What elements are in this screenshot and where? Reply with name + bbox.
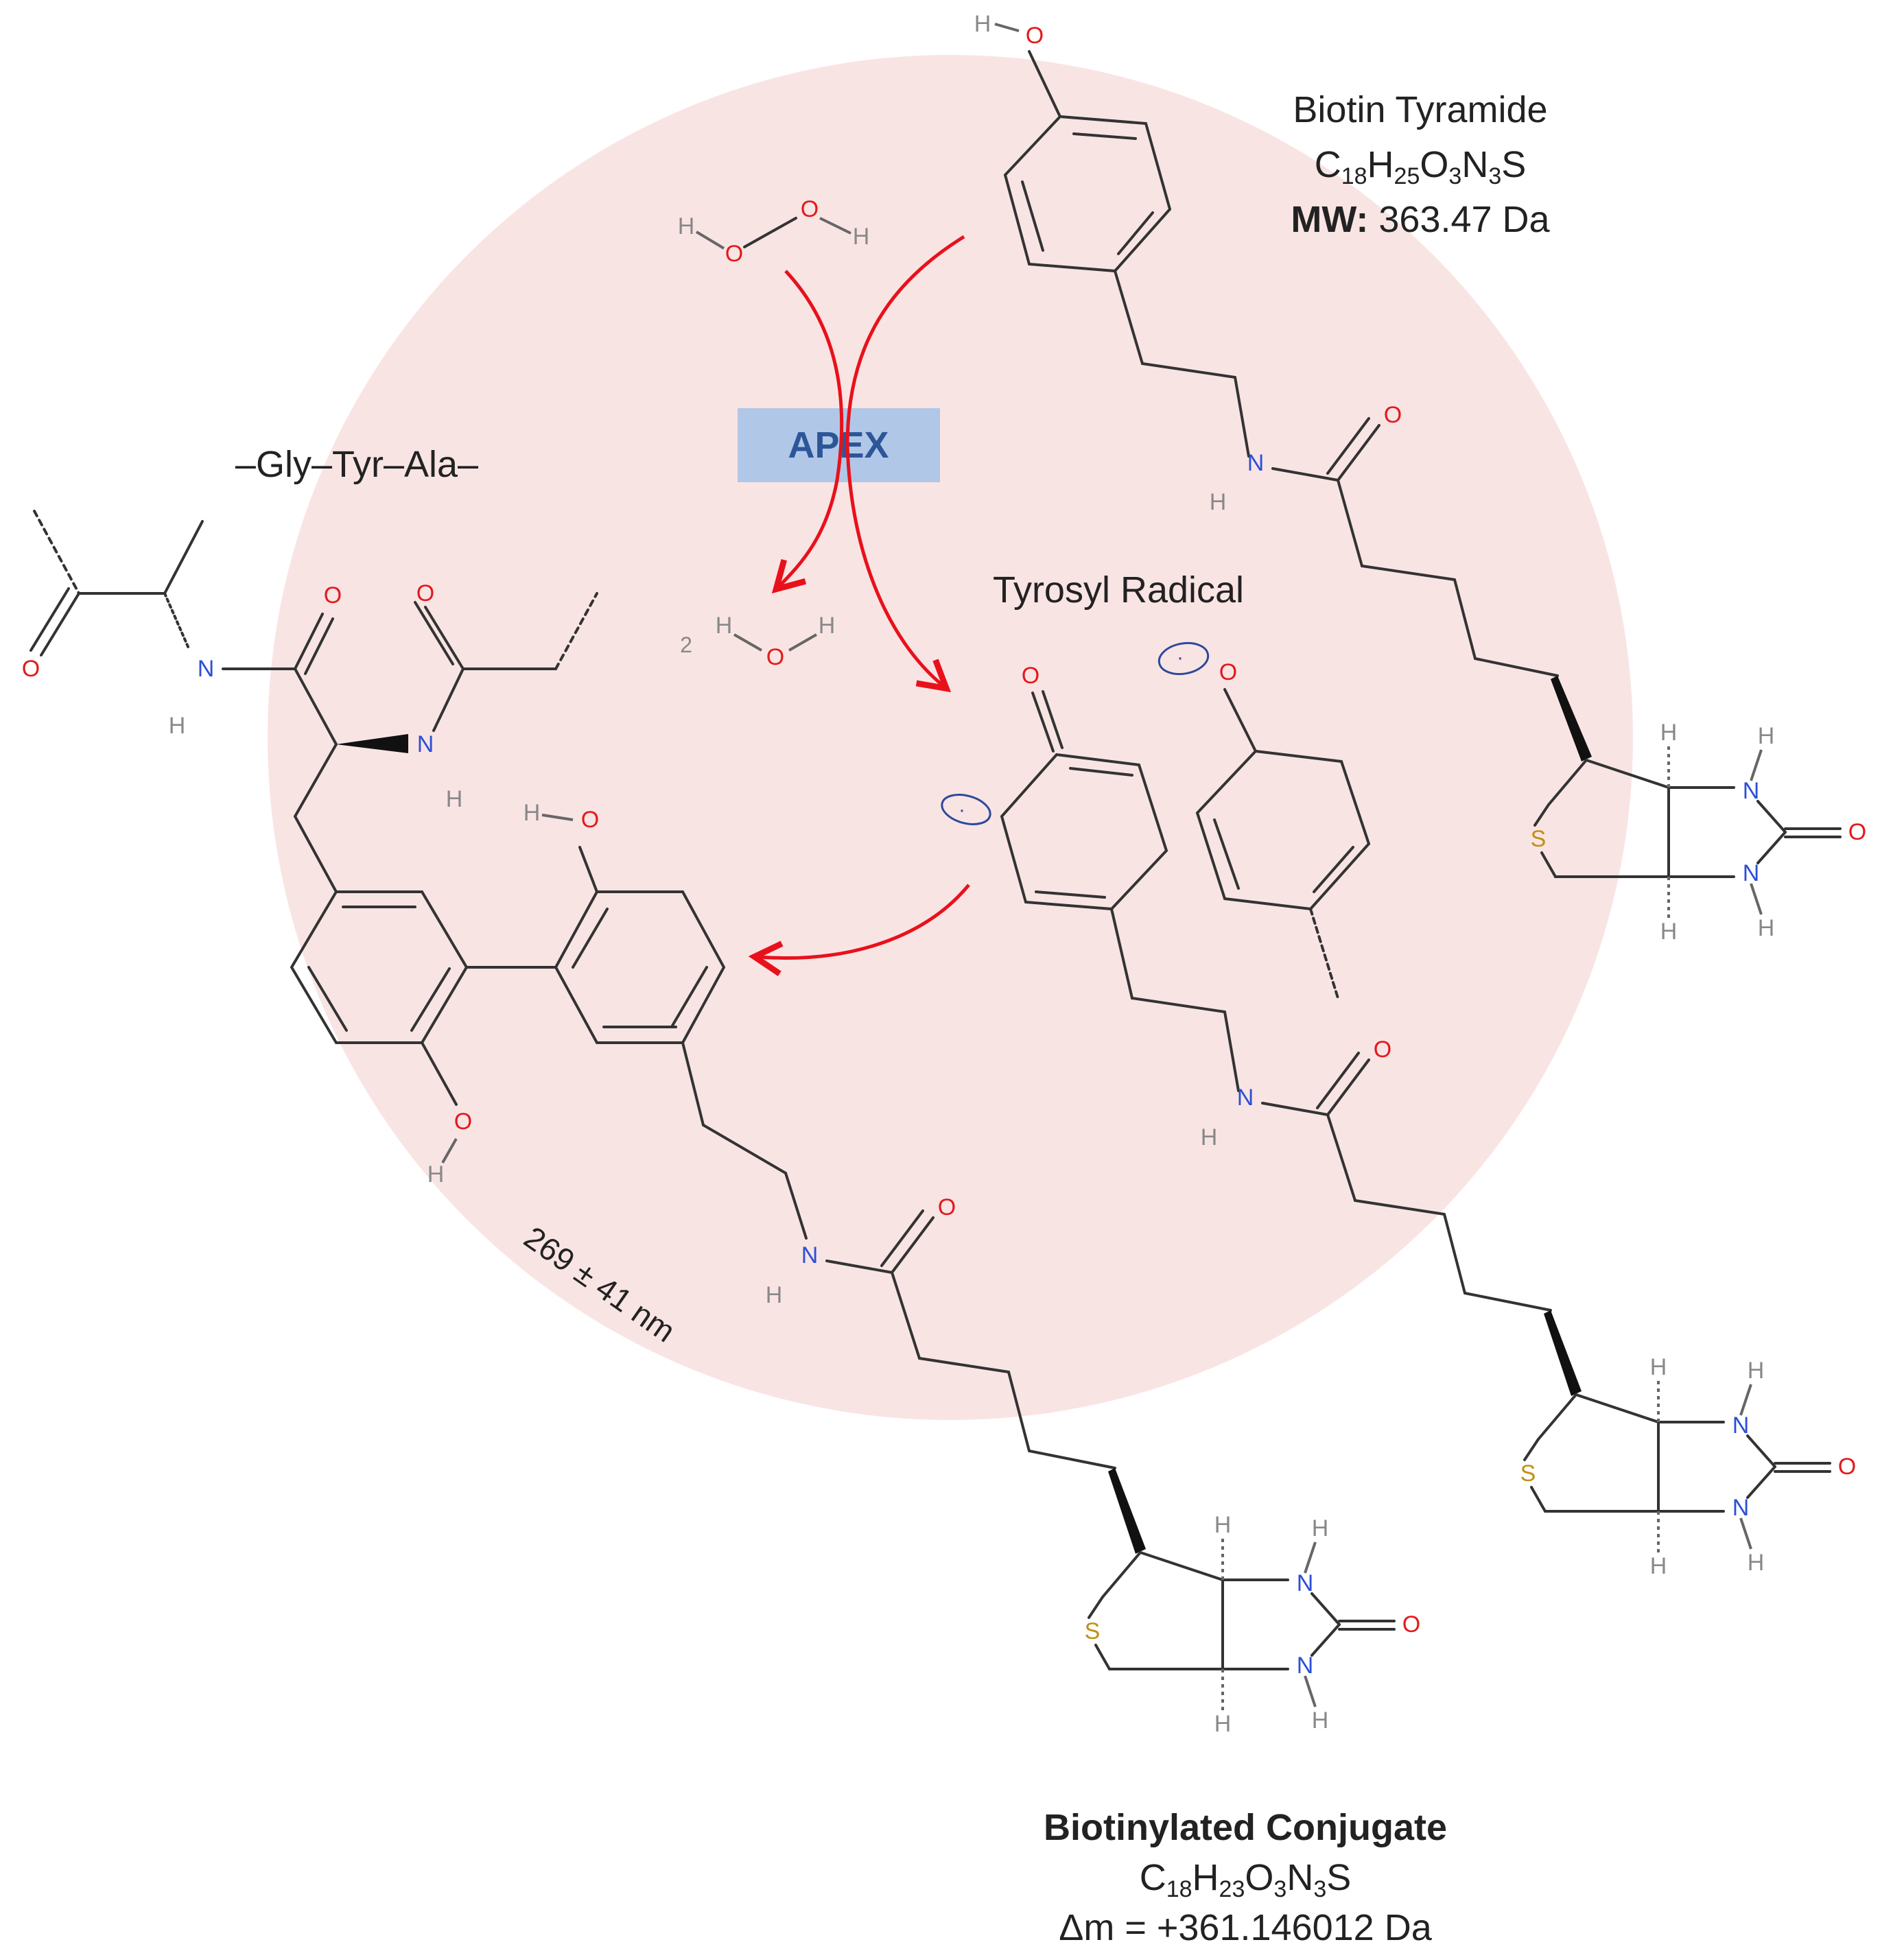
tyramide-biotin-n2: N [1743,860,1760,886]
conjugate-formula: C18H23O3N3S [1140,1857,1352,1902]
conjugate-biotin-o: O [1402,1611,1420,1637]
water-o: O [766,644,784,670]
coupling-arrow [748,884,970,977]
radical-biotin-h3: H [1748,1358,1765,1384]
radical-amide-n: N [1237,1085,1254,1111]
tyramide-phenol-o: O [1026,23,1044,49]
conjugate-wedge [1108,1468,1146,1554]
radical-amide-h: H [1201,1124,1218,1150]
conjugate-carbonyl-o: O [938,1194,956,1220]
radical-keto-o: O [1022,663,1039,689]
radical-biotin-s: S [1520,1461,1536,1487]
peroxide-arrow [771,270,844,594]
conjugate-phenol-h: H [524,800,541,826]
reaction-arrows [748,235,970,977]
peptide-n1: N [198,656,215,682]
tyramide-biotin-h1: H [1660,720,1678,746]
tyrosine-oh-h: H [427,1161,445,1187]
tyramide-carbonyl-o: O [1384,402,1402,428]
conjugate-biotin-n1: N [1297,1570,1314,1596]
peroxide-h2: H [853,224,870,250]
radical-lobe-1 [941,794,991,825]
tyramide-biotin-h4: H [1758,915,1775,941]
apex-enzyme: APEX [738,408,940,482]
radical-dot-2: · [1177,646,1184,669]
tyramide-biotin-s: S [1531,826,1547,852]
peroxide-o2: O [801,196,819,222]
biotin-tyramide-info: Biotin Tyramide C18H25O3N3S MW: 363.47 D… [1291,89,1550,240]
hydrogen-peroxide: H O O H [678,196,870,267]
biotin-tyramide-formula: C18H25O3N3S [1315,144,1527,189]
conjugate-name: Biotinylated Conjugate [1044,1807,1447,1848]
conjugate-info: Biotinylated Conjugate C18H23O3N3S Δm = … [1044,1807,1447,1948]
biotin-tyramide-structure: H O N H O S N N O H H H H [974,11,1867,945]
radical-carbonyl-o: O [1374,1037,1391,1063]
conjugate-biotin-h4: H [1312,1707,1329,1734]
peptide-o2: O [324,582,342,608]
radical-biotin-h1: H [1650,1354,1667,1380]
radical-lobe-2 [1157,641,1210,676]
conjugate-amide-h: H [766,1282,783,1308]
peptide-h2: H [446,786,463,812]
tyramide-wedge [1551,676,1592,761]
radical-wedge [1544,1310,1582,1396]
conjugate-phenol-o: O [581,807,599,833]
tyramide-arrow [845,235,965,693]
radical-biotin-h4: H [1748,1550,1765,1576]
tyramide-amide-h: H [1210,489,1227,515]
tyramide-biotin-h3: H [1758,723,1775,749]
radical-dot-1: · [959,799,965,821]
peptide-h1: H [169,713,186,739]
biotin-tyramide-name: Biotin Tyramide [1293,89,1547,130]
peptide-wedge [336,734,408,753]
peptide-o1: O [22,656,40,682]
tyramide-biotin-n1: N [1743,778,1760,804]
conjugate-biotin-h1: H [1214,1512,1232,1538]
radical-phenoxyl-o: O [1219,659,1237,685]
tyramide-biotin-h2: H [1660,919,1678,945]
radical-biotin-h2: H [1650,1553,1667,1579]
conjugate-biotin-h2: H [1214,1711,1232,1737]
water-product: 2 H O H [680,613,835,670]
radical-biotin-o: O [1838,1454,1856,1480]
peroxide-h1: H [678,213,695,239]
conjugate-mass-shift: Δm = +361.146012 Da [1059,1907,1432,1948]
tyramide-phenol-h: H [974,11,991,37]
water-h1: H [716,613,733,639]
tyramide-biotin-o: O [1848,819,1866,845]
tyrosyl-radical-label: Tyrosyl Radical [993,569,1244,611]
peptide-o3: O [416,580,434,606]
radical-biotin-n2: N [1732,1495,1750,1521]
tyrosyl-radical-structure: O · N H O S N N O H H H H [941,641,1856,1579]
tyrosine-o: O [454,1109,472,1135]
peroxide-o1: O [725,241,743,267]
labeling-radius-halo [268,55,1633,1420]
water-coefficient: 2 [680,632,692,657]
radical-biotin-n1: N [1732,1412,1750,1439]
tyramide-amide-n: N [1247,450,1265,476]
conjugate-amide-n: N [801,1242,819,1268]
peptide-n2: N [417,731,434,757]
conjugate-biotin-n2: N [1297,1653,1314,1679]
conjugate-biotin-h3: H [1312,1515,1329,1541]
biotin-tyramide-mw: MW: 363.47 Da [1291,199,1550,240]
water-h2: H [819,613,836,639]
peptide-structure: O N H O N H O O H [22,510,1420,1737]
peptide-label: –Gly–Tyr–Ala– [235,444,478,485]
conjugate-biotin-s: S [1085,1618,1101,1644]
